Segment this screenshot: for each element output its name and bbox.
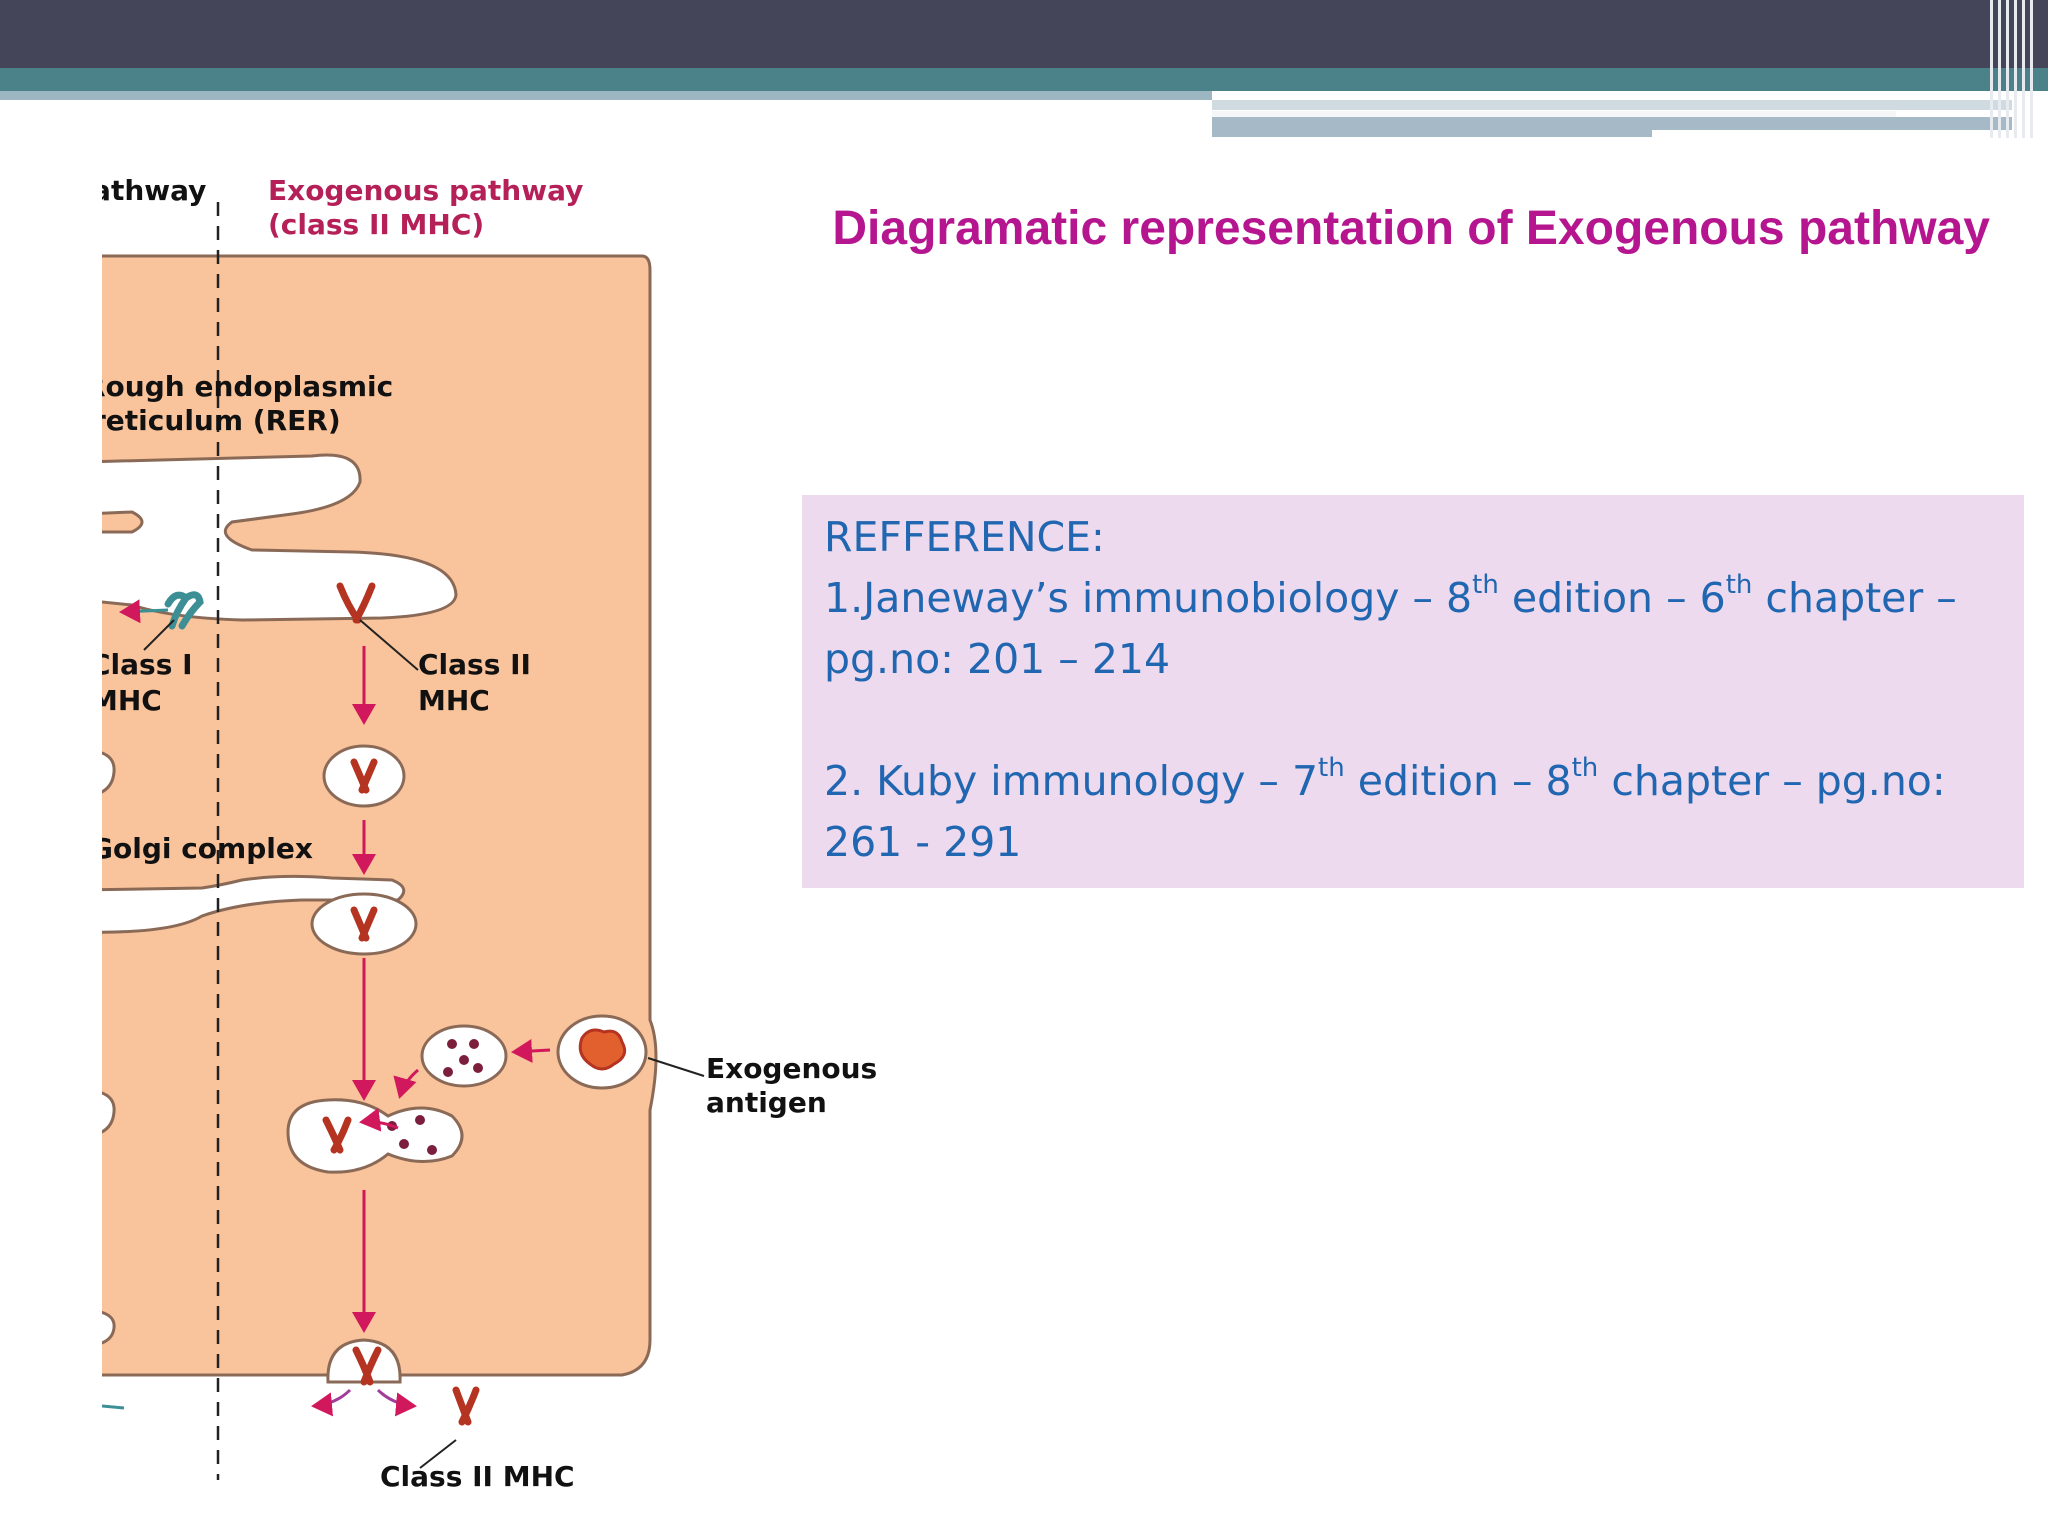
left-vesicle [102,1310,116,1345]
diagram-header-line1: Exogenous pathway [268,174,583,207]
reference-item: 1.Janeway’s immunobiology – 8th edition … [824,568,2002,629]
reference-text: edition – 6 [1498,574,1726,622]
header-band-dark [0,0,2048,68]
edge-decoration [2030,0,2033,138]
diagram-left-header: pathway [102,174,206,207]
superscript: th [1571,753,1599,784]
antigen-blob [578,1028,627,1071]
superscript: th [1725,570,1753,601]
header-band-right-line [1212,111,1896,117]
diagram-header-line2: (class II MHC) [268,208,484,241]
reference-box: REFFERENCE: 1.Janeway’s immunobiology – … [802,495,2024,888]
reference-item-continuation: 261 - 291 [824,818,1022,866]
superscript: th [1318,753,1345,784]
superscript: th [1472,570,1499,601]
left-vesicle [102,1091,116,1134]
class1-label-line1: Class I [102,648,193,681]
reference-heading: REFFERENCE: [824,513,1105,561]
rer-label-line2: reticulum (RER) [102,404,341,437]
fusion-vesicle [286,1098,464,1174]
reference-text: 2. Kuby immunology – 7 [824,757,1319,805]
rer-lumen [102,453,458,622]
transport-vesicle [322,744,406,808]
rer-label-line1: Rough endoplasmic [102,370,393,403]
exogenous-pathway-diagram: pathway Exogenous pathway (class II MHC)… [102,150,982,1536]
reference-text: 1.Janeway’s immunobiology – 8 [824,574,1473,622]
edge-decoration [1990,0,1993,138]
golgi-label: Golgi complex [102,832,313,865]
reference-item: 2. Kuby immunology – 7th edition – 8th c… [824,751,2002,812]
reference-item-continuation: pg.no: 201 – 214 [824,635,1171,683]
slide-title: Diagramatic representation of Exogenous … [832,202,1990,255]
class1-label-line2: MHC [102,684,162,717]
header-band-teal [0,68,2048,91]
reference-text: chapter – [1752,574,1957,622]
class2-label-line1: Class II [418,648,531,681]
cell-body [102,254,658,1377]
class2-label-line2: MHC [418,684,490,717]
antigen-label-line1: Exogenous [706,1052,877,1085]
edge-decoration [2014,0,2017,138]
header-band-light [0,91,1212,100]
header-band-right-upper [1212,100,2012,110]
edge-decoration [2022,0,2025,138]
mhc-class2 [322,582,480,1426]
golgi-vesicle [310,892,418,956]
reference-text: edition – 8 [1344,757,1572,805]
header-band-right-notch [1652,130,2012,138]
reference-text: chapter – pg.no: [1598,757,1946,805]
antigen-label-line2: antigen [706,1086,827,1119]
golgi-lumen [102,874,406,934]
bottom-class2-label: Class II MHC [380,1460,575,1493]
mhc-class1 [164,591,204,630]
edge-decoration [2006,0,2009,138]
edge-decoration [1998,0,2001,138]
left-vesicle [102,751,116,794]
